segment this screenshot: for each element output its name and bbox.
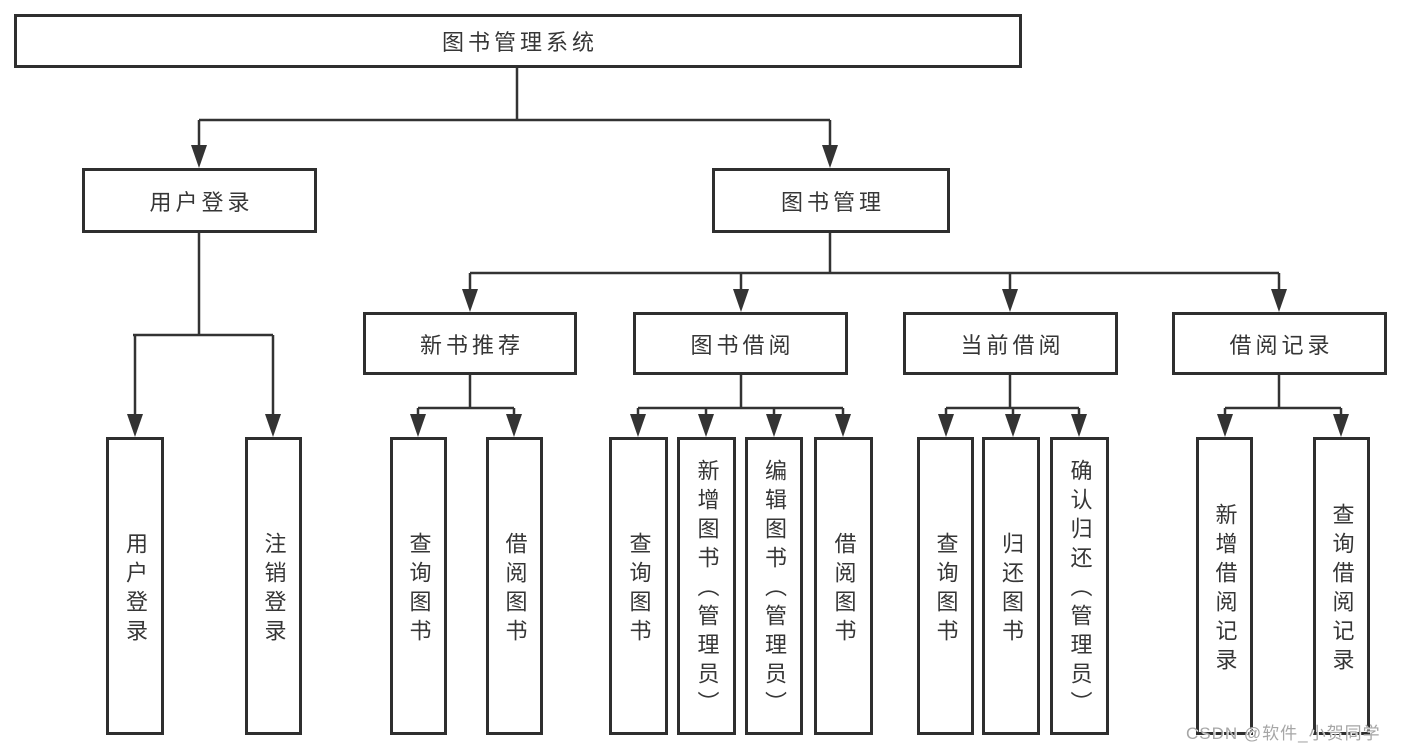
connector-new-book-branch [416, 375, 516, 419]
watermark: CSDN @软件_小贺同学 [1186, 724, 1381, 743]
leaf-logout: 注销登录 [245, 437, 302, 735]
leaf-borrow-books-recommend: 借阅图书 [486, 437, 543, 735]
leaf-user-login: 用户登录 [106, 437, 164, 735]
connector-user-login-branch [133, 233, 275, 419]
node-root: 图书管理系统 [14, 14, 1022, 68]
node-label: 注销登录 [261, 531, 287, 648]
node-label: 查询借阅记录 [1329, 502, 1355, 677]
node-book-borrow: 图书借阅 [633, 312, 848, 375]
node-label: 图书管理系统 [441, 30, 598, 55]
leaf-query-books-recommend: 查询图书 [390, 437, 447, 735]
leaf-query-borrow-record: 查询借阅记录 [1313, 437, 1370, 735]
node-label: 当前借阅 [960, 332, 1065, 358]
node-label: 用户登录 [123, 531, 148, 648]
node-label: 确认归还（管理员） [1067, 459, 1093, 720]
node-label: 查询图书 [406, 531, 432, 648]
node-label: 新书推荐 [419, 332, 524, 358]
node-borrow-records: 借阅记录 [1172, 312, 1387, 375]
node-label: 编辑图书（管理员） [762, 459, 787, 720]
connector-borrow-records-branch [1223, 375, 1343, 419]
arrowheads [127, 145, 1349, 437]
leaf-borrow-books: 借阅图书 [814, 437, 873, 735]
connector-book-borrow-branch [636, 375, 845, 419]
node-label: 查询图书 [933, 531, 959, 648]
connector-book-management-branch [468, 233, 1281, 294]
node-label: 用户登录 [149, 189, 254, 215]
leaf-edit-book-admin: 编辑图书（管理员） [745, 437, 803, 735]
connector-current-borrow-branch [944, 375, 1081, 419]
leaf-query-books-borrow: 查询图书 [609, 437, 668, 735]
node-label: 借阅图书 [502, 531, 528, 648]
node-book-management: 图书管理 [712, 168, 950, 233]
node-current-borrow: 当前借阅 [903, 312, 1118, 375]
node-label: 归还图书 [999, 531, 1024, 648]
node-new-book-recommend: 新书推荐 [363, 312, 577, 375]
node-label: 查询图书 [626, 531, 652, 648]
node-label: 图书借阅 [690, 332, 795, 358]
node-label: 新增图书（管理员） [694, 459, 720, 720]
leaf-confirm-return-admin: 确认归还（管理员） [1050, 437, 1109, 735]
node-user-login: 用户登录 [82, 168, 317, 233]
node-label: 图书管理 [780, 189, 885, 215]
node-label: 借阅图书 [831, 531, 857, 648]
leaf-query-books-current: 查询图书 [917, 437, 974, 735]
leaf-add-book-admin: 新增图书（管理员） [677, 437, 736, 735]
leaf-return-books: 归还图书 [982, 437, 1040, 735]
node-label: 新增借阅记录 [1212, 502, 1238, 677]
leaf-add-borrow-record: 新增借阅记录 [1196, 437, 1253, 735]
connector-root-to-level2 [197, 68, 832, 150]
node-label: 借阅记录 [1229, 332, 1334, 358]
